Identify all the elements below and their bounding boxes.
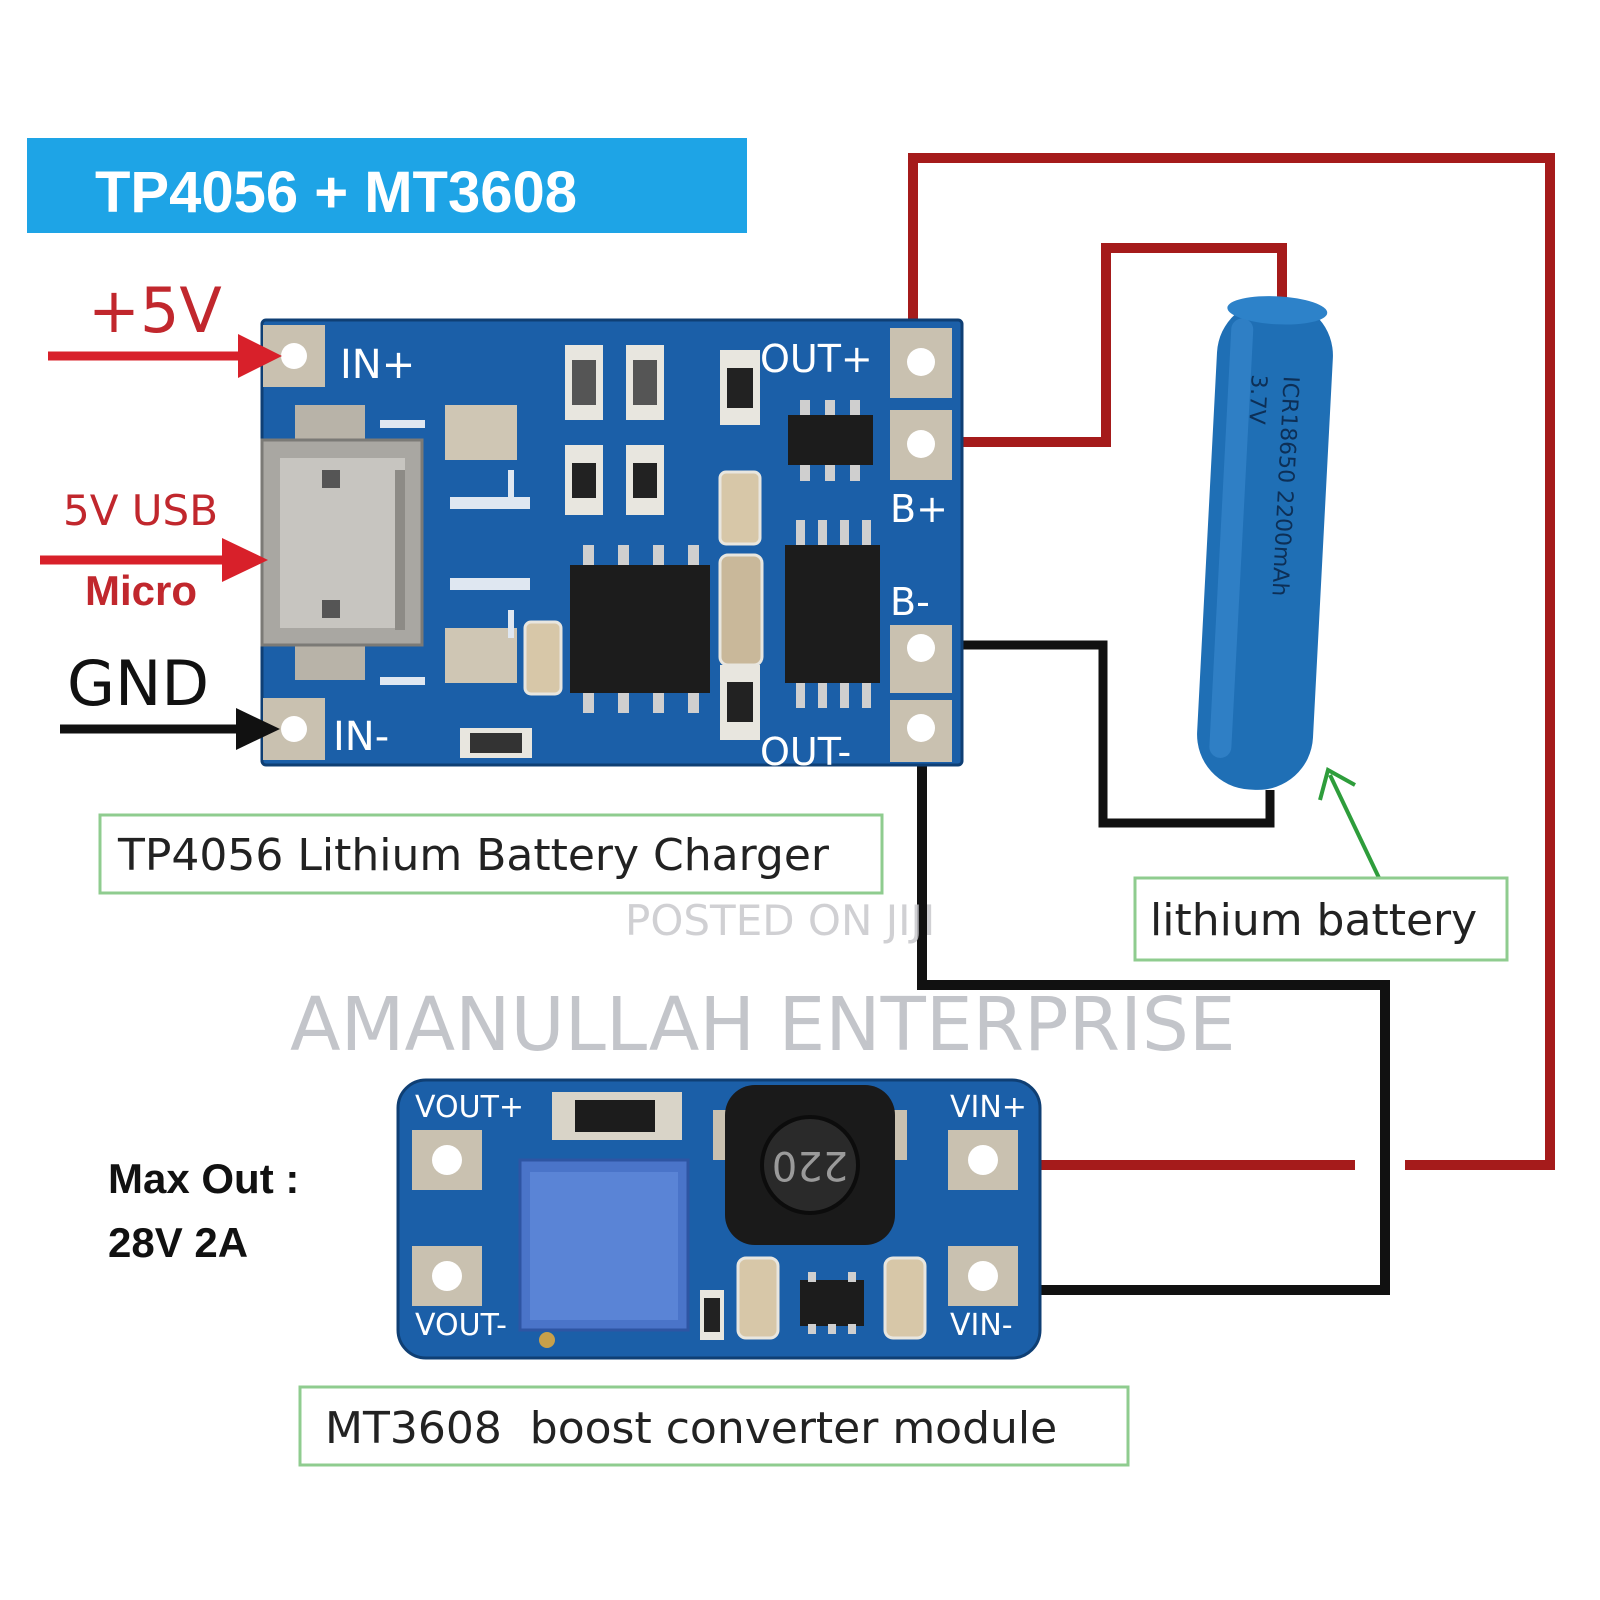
mt3608-pad-vout-plus [412,1130,482,1190]
title-text: TP4056 + MT3608 [95,160,577,225]
wire-outminus-to-vinminus [917,732,1390,1295]
wire-outplus-to-vinplus [908,153,1555,1170]
mt3608-pad-vin-minus [948,1246,1018,1306]
tp4056-pad-b-plus [890,410,952,480]
battery-arrow-icon [1318,767,1382,881]
inductor-marking: 220 [772,1142,848,1188]
max-out-line2: 28V 2A [108,1219,248,1266]
tp4056-label-in-minus: IN- [333,714,389,760]
inductor: 220 [713,1085,907,1245]
mt3608-label-vin-minus: VIN- [950,1308,1013,1343]
micro-usb-connector [260,405,424,680]
max-out-line1: Max Out : [108,1155,299,1202]
tp4056-label-b-plus: B+ [890,487,948,531]
potentiometer [518,1158,690,1348]
watermark-seller: AMANULLAH ENTERPRISE [290,982,1236,1068]
mt3608-pad-vin-plus [948,1130,1018,1190]
wires [908,153,1555,1295]
wire-bminus-to-battery [925,640,1275,828]
tp4056-ic [570,545,710,713]
mosfet-ic [785,520,880,708]
mt3608-pad-vout-minus [412,1246,482,1306]
mt3608-label-vin-plus: VIN+ [950,1090,1027,1125]
mt3608-caption-text: MT3608 boost converter module [325,1403,1057,1454]
wire-bplus-to-battery [922,243,1287,447]
arrow-gnd-icon [60,708,280,750]
battery-print-line2: 3.7V [1243,374,1271,425]
tp4056-label-out-minus: OUT- [760,730,851,774]
mt3608-label-vout-minus: VOUT- [415,1308,507,1343]
mt3608-board: 220 VOUT+ VOUT- VIN+ VIN- [396,1078,1042,1360]
mt3608-caption: MT3608 boost converter module [298,1385,1130,1467]
tp4056-caption: TP4056 Lithium Battery Charger [98,813,884,895]
tp4056-pad-out-plus [890,328,952,398]
mt3608-ic [800,1272,864,1334]
tp4056-pad-b-minus [890,625,952,693]
lithium-battery: ICR18650 2200mAh 3.7V [1197,296,1333,790]
tp4056-board: IN+ IN- OUT+ B+ B- OUT- [260,318,964,774]
mt3608-label-vout-plus: VOUT+ [415,1090,524,1125]
battery-caption-text: lithium battery [1150,895,1477,946]
watermark-posted: POSTED ON JIJI [625,896,935,945]
label-plus-5v: +5V [88,274,222,347]
tp4056-label-b-minus: B- [890,580,930,624]
battery-caption: lithium battery [1133,876,1509,962]
title-banner [27,138,747,233]
label-gnd: GND [67,647,209,720]
tp4056-pad-out-minus [890,700,952,762]
arrow-plus-5v-icon [48,334,282,378]
tp4056-label-out-plus: OUT+ [760,337,873,381]
tp4056-caption-text: TP4056 Lithium Battery Charger [117,830,830,881]
label-usb-line1: 5V USB [63,486,218,535]
protection-ic [788,400,873,481]
label-usb-line2: Micro [85,567,197,614]
tp4056-label-in-plus: IN+ [340,342,415,388]
arrow-usb-icon [40,538,268,582]
